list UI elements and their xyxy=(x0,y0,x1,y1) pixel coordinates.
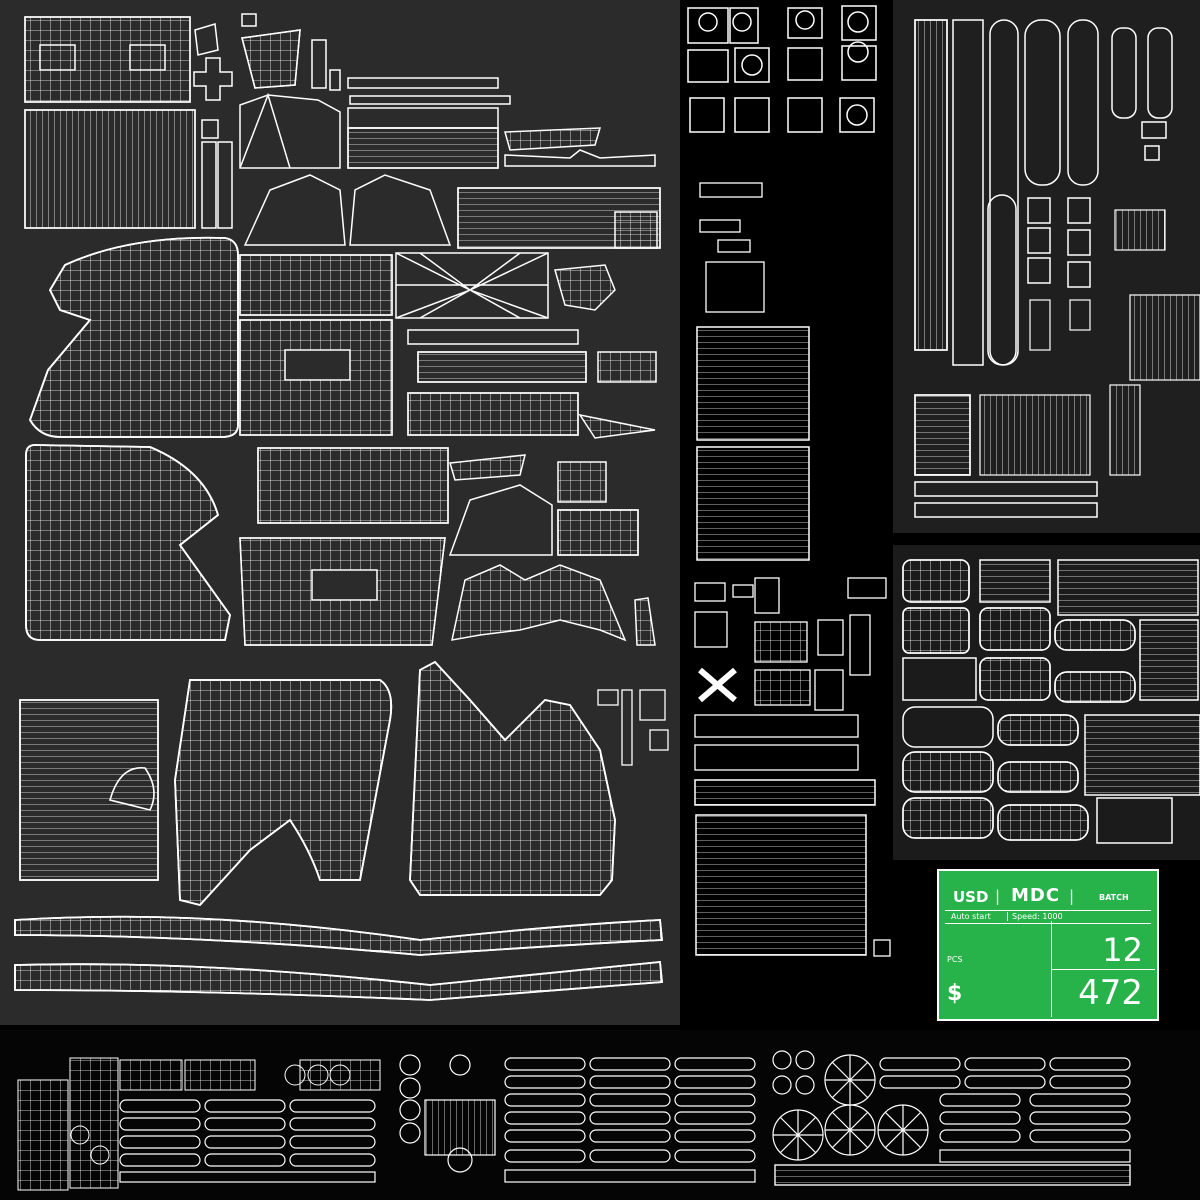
uv-island-bottom-text-blocks xyxy=(17,1057,381,1191)
uv-island-tr-columns xyxy=(914,19,1173,518)
uv-island-mr-grips xyxy=(902,559,1200,844)
uv-island-bottom-lozenges-2 xyxy=(399,1054,756,1183)
counter-divider xyxy=(1051,969,1155,970)
currency-label: USD xyxy=(953,888,989,906)
money-counter-display: USD | MDC | BATCH Auto start Speed: 1000… xyxy=(937,869,1159,1021)
auto-start-label: Auto start xyxy=(951,912,991,921)
pcs-value: 12 xyxy=(1102,931,1143,969)
uv-island-tr-small-parts xyxy=(979,209,1200,476)
uv-island-button-icons xyxy=(687,5,877,133)
money-value: 472 xyxy=(1078,973,1143,1013)
uv-island-bottom-lozenges-1 xyxy=(119,1099,376,1183)
uv-island-lower-left-box xyxy=(19,699,159,881)
uv-island-bottom-wheels xyxy=(772,1050,1131,1186)
uv-island-top-strips xyxy=(347,77,656,169)
header-separator: | xyxy=(1069,887,1075,905)
uv-island-right-col-left xyxy=(695,182,891,957)
uv-island-large-shell-2 xyxy=(25,444,231,641)
uv-island-top-left-block xyxy=(24,16,233,229)
uv-island-large-shell-1 xyxy=(29,236,239,438)
dollar-icon: $ xyxy=(947,981,963,1006)
uv-island-lower-shell-1 xyxy=(174,679,393,907)
uv-island-kites xyxy=(239,92,661,249)
uv-island-lower-shell-2 xyxy=(409,660,616,896)
batch-label: BATCH xyxy=(1099,893,1129,902)
pcs-label: PCS xyxy=(947,955,963,964)
uv-island-right-mid-parts xyxy=(694,577,887,806)
mode-label: MDC xyxy=(1011,885,1061,906)
header-separator: | xyxy=(995,887,1001,905)
uv-island-mid-cluster xyxy=(239,447,656,646)
uv-island-center-panels xyxy=(239,252,657,439)
uv-island-long-strips xyxy=(14,915,663,1001)
uv-island-lower-misc xyxy=(597,689,669,766)
counter-header: USD | MDC | BATCH xyxy=(939,871,1157,909)
speed-label: Speed: 1000 xyxy=(1007,912,1063,921)
uv-island-top-misc xyxy=(193,13,341,101)
counter-status-row: Auto start Speed: 1000 xyxy=(945,910,1151,924)
